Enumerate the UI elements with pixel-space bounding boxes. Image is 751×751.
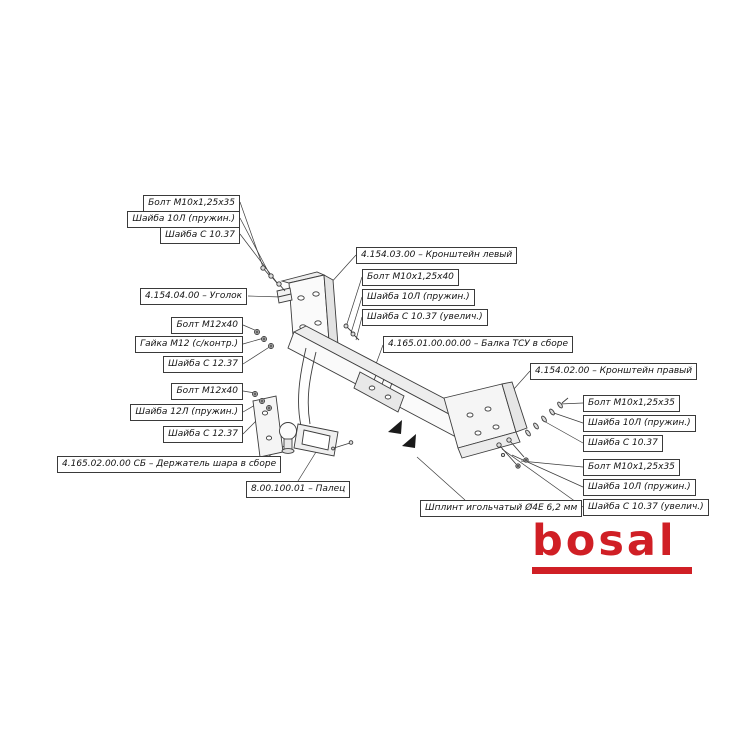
label-washer-spring-right-lower: Шайба 10Л (пружин.) bbox=[583, 479, 696, 496]
hardware-bolts-right-upper bbox=[525, 397, 569, 437]
label-washer-c1237-lower: Шайба С 12.37 bbox=[163, 426, 243, 443]
label-pin: 8.00.100.01 – Палец bbox=[246, 481, 351, 498]
receiver-pin bbox=[331, 440, 354, 451]
label-bolt-m12-upper: Болт М12х40 bbox=[171, 317, 243, 334]
hardware-bolts-top-left bbox=[260, 265, 286, 292]
corner-angle bbox=[276, 287, 293, 304]
tow-ball bbox=[279, 422, 297, 454]
hardware-bolts-center bbox=[343, 323, 360, 341]
label-bracket-left: 4.154.03.00 – Кронштейн левый bbox=[356, 247, 518, 264]
label-washer-large-center: Шайба С 10.37 (увелич.) bbox=[362, 309, 488, 326]
label-beam-assembly: 4.165.01.00.00.00 – Балка ТСУ в сборе bbox=[383, 336, 574, 353]
hardware-bolts-left-upper bbox=[254, 329, 274, 349]
label-nut-m12: Гайка М12 (с/контр.) bbox=[135, 336, 243, 353]
label-bolt-m10-right-lower: Болт М10х1,25х35 bbox=[583, 459, 680, 476]
label-corner-angle: 4.154.04.00 – Уголок bbox=[140, 288, 248, 305]
indicator-arrows bbox=[388, 420, 416, 448]
label-washer-flat-top-left: Шайба С 10.37 bbox=[160, 227, 240, 244]
label-bolt-m10x40-center: Болт М10х1,25х40 bbox=[362, 269, 459, 286]
bosal-logo-text: bosal bbox=[532, 516, 677, 566]
bosal-logo-underline bbox=[532, 567, 692, 574]
label-washer-flat-right-upper: Шайба С 10.37 bbox=[583, 435, 663, 452]
label-cotter-pin: Шплинт игольчатый Ø4Е 6,2 мм bbox=[420, 500, 583, 517]
label-bolt-m12-lower: Болт М12х40 bbox=[171, 383, 243, 400]
ball-holder bbox=[252, 395, 339, 458]
label-ball-holder-assembly: 4.165.02.00.00 СБ – Держатель шара в сбо… bbox=[57, 456, 282, 473]
right-bracket bbox=[443, 381, 528, 459]
label-washer-spring-right-upper: Шайба 10Л (пружин.) bbox=[583, 415, 696, 432]
label-washer-large-right-lower: Шайба С 10.37 (увелич.) bbox=[583, 499, 709, 516]
label-bolt-m10-top-left: Болт М10х1,25х35 bbox=[143, 195, 240, 212]
label-washer-spring-top-left: Шайба 10Л (пружин.) bbox=[127, 211, 240, 228]
hardware-bolts-left-lower bbox=[252, 391, 272, 411]
label-bracket-right: 4.154.02.00 – Кронштейн правый bbox=[530, 363, 698, 380]
hardware-bolts-right-lower bbox=[496, 437, 529, 469]
label-washer-c1237-upper: Шайба С 12.37 bbox=[163, 356, 243, 373]
beam bbox=[287, 325, 475, 438]
label-washer-spring-center: Шайба 10Л (пружин.) bbox=[362, 289, 475, 306]
label-washer-spring-12: Шайба 12Л (пружин.) bbox=[130, 404, 243, 421]
bosal-logo: bosal bbox=[532, 518, 692, 574]
label-bolt-m10-right-upper: Болт М10х1,25х35 bbox=[583, 395, 680, 412]
